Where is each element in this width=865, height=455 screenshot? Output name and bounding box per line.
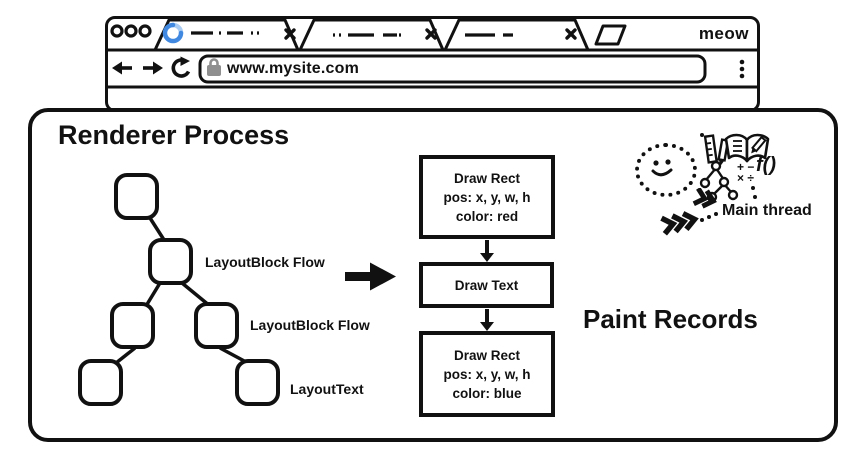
math-symbols-icon: + −× ÷ [737,160,755,185]
main-thread-doodle [635,143,697,197]
trail-dot [700,133,704,137]
paint-record-line: Draw Rect [453,170,521,186]
paint-record-line: Draw Text [454,277,519,293]
reload-icon[interactable] [171,56,191,78]
trail-dot [714,212,718,216]
tab-3[interactable] [443,18,590,52]
trail-dot [753,195,757,199]
math-top: + − [737,160,755,174]
paint-record-line: Draw Rect [453,347,521,363]
tree-label-layoutblock-1: LayoutBlock Flow [205,254,325,270]
traffic-light-dot[interactable] [138,24,152,38]
tree-label-layoutblock-2: LayoutBlock Flow [250,317,370,333]
layout-node-block-2 [194,302,239,349]
loading-spinner-icon [162,22,184,44]
paint-record-box-2: Draw Text [419,262,554,308]
trail-dot [707,215,711,219]
main-thread-label: Main thread [722,202,812,219]
function-icon: f() [756,154,776,176]
layout-node-root [114,173,159,220]
tab-2[interactable] [298,18,445,52]
paint-record-line: color: red [455,208,519,224]
back-icon[interactable] [112,61,132,75]
browser-window: www.mysite.com meow [105,16,760,112]
layout-node-child-left [110,302,155,349]
close-icon[interactable] [284,28,296,40]
paint-record-box-1: Draw Rect pos: x, y, w, h color: red [419,155,555,239]
double-chevron-icon [692,188,717,209]
trail-dot [751,186,755,190]
paint-record-line: pos: x, y, w, h [443,366,531,382]
url-field[interactable] [198,54,707,84]
trail-dot [700,218,704,222]
smiley-face-icon [651,159,673,177]
renderer-process-box: Renderer Process [28,108,838,442]
math-bottom: × ÷ [737,171,754,185]
paint-records-title: Paint Records [583,304,758,334]
paint-arrow [480,309,494,331]
layout-node-leaf-left [78,359,123,406]
renderer-process-title: Renderer Process [58,120,290,150]
lock-icon [207,58,221,76]
layout-node-block-1 [148,238,193,285]
open-book-icon [724,133,770,163]
new-tab-button[interactable] [594,24,627,46]
close-icon[interactable] [425,28,437,40]
paint-record-line: pos: x, y, w, h [443,189,531,205]
paint-arrow [480,240,494,262]
traffic-light-dot[interactable] [124,24,138,38]
triple-chevron-icon [660,211,699,236]
paint-record-line: color: blue [452,385,522,401]
brand-label: meow [698,24,749,43]
overflow-menu-icon[interactable] [739,59,745,79]
forward-icon[interactable] [143,61,163,75]
tab-1[interactable] [153,18,300,52]
paint-record-box-3: Draw Rect pos: x, y, w, h color: blue [419,331,555,417]
tree-label-layouttext: LayoutText [290,381,364,397]
close-icon[interactable] [565,28,577,40]
layout-node-text [235,359,280,406]
url-text[interactable]: www.mysite.com [227,60,360,77]
browser-chrome-drawing [107,18,758,89]
traffic-light-dot[interactable] [110,24,124,38]
flow-arrow [345,262,396,291]
traffic-light-buttons[interactable] [110,24,152,38]
